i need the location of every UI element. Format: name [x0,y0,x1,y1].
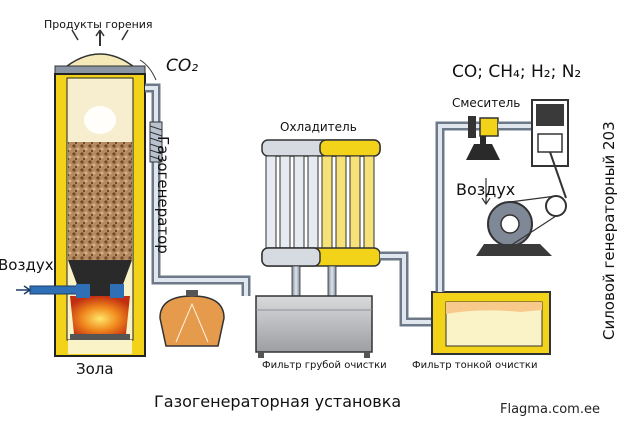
fire-zone [70,296,130,334]
fuel-bed [68,142,132,260]
pipe-coil [149,121,163,163]
ash-tank [159,290,225,347]
gas-glow [84,106,116,134]
fine-filter-media [446,302,542,314]
coarse-filter-body [255,295,373,353]
co2-arrow [139,59,157,81]
engine-head [536,104,564,126]
engine-piston [537,133,563,153]
air-nozzle-right [110,284,124,298]
grate [70,334,130,340]
engine-label: Силовой генераторный 203 [600,121,618,340]
cooler-bottom-left [261,247,321,267]
engine-group [466,99,569,256]
gas-generator-label: Газогенератор [154,136,172,254]
ash-tank-body [159,295,225,347]
ash-pit [68,340,132,354]
air-label-left: Воздух [0,256,54,274]
ash-label: Зола [76,360,114,378]
gas-composition-label: CO; CH₄; H₂; N₂ [452,62,582,82]
coarse-filter-leg-left [258,352,264,358]
coarse-filter-label: Фильтр грубой очистки [262,360,387,371]
ash-tank-cap [186,290,198,296]
cooler-drain-2 [327,265,337,297]
watermark: Flagma.com.ee [500,402,600,417]
belt-top [509,195,557,203]
fine-filter-label: Фильтр тонкой очистки [412,360,538,371]
air-nozzle-left [76,284,90,298]
cooler-tubes [265,155,375,249]
gas-generator [16,29,251,357]
air-inlet-pipe [29,285,79,295]
cooler-top-tank-yellow [319,139,381,157]
coarse-filter [255,295,373,358]
cooler [261,139,432,327]
air-arrow-left [16,285,32,295]
combustion-products-label: Продукты горения [44,18,153,31]
air-intake-stem [480,136,486,146]
co2-label: CO₂ [166,56,199,76]
air-arrow-right [481,178,491,206]
coarse-filter-leg-right [364,352,370,358]
mixer-label: Смеситель [452,96,521,110]
exhaust-arrows [71,29,129,41]
generator-base [476,244,552,256]
fine-filter [431,121,551,355]
flywheel-hub [500,214,520,234]
cooler-drain-1 [291,265,301,297]
mixer-body [479,117,499,137]
mixer-valve [468,116,476,138]
belt-bottom [509,215,557,247]
crank-wheel [545,195,567,217]
generator-top-flange [54,65,146,75]
ash-tank-lines [175,302,209,343]
air-intake [466,144,500,160]
air-label-right: Воздух [456,180,516,199]
cooler-label: Охладитель [280,120,357,134]
connecting-rod [549,151,567,199]
diagram-caption: Газогенераторная установка [154,392,402,411]
